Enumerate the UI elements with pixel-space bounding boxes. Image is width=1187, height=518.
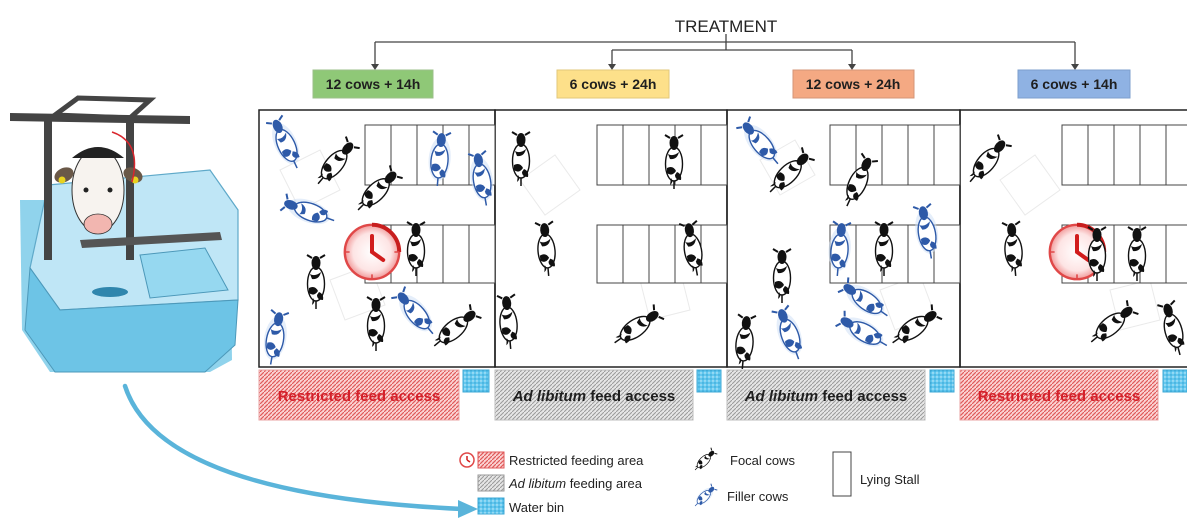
- treatment-label-text-1: 12 cows + 14h: [326, 76, 421, 92]
- filler-cow-icon: [278, 190, 339, 232]
- feed-label-4: Restricted feed access: [978, 388, 1141, 405]
- focal-cow-icon: [732, 313, 757, 371]
- legend: Restricted feeding area Ad libitum feedi…: [459, 447, 920, 515]
- feed-label-2-rest: feed access: [586, 388, 675, 405]
- feed-label-2-em: Ad libitum: [512, 388, 586, 405]
- water-swatch: [477, 497, 505, 515]
- legend-water-text: Water bin: [509, 500, 564, 515]
- focal-cow-icon: [366, 296, 386, 352]
- focal-cow-icon: [511, 131, 531, 187]
- feeder-to-water-arrow: [122, 383, 478, 518]
- water-bin-1: [462, 369, 490, 393]
- feed-label-2: Ad libitum feed access: [512, 388, 676, 405]
- feed-area-1: Restricted feed access: [258, 369, 490, 421]
- feed-label-3: Ad libitum feed access: [744, 388, 908, 405]
- treatment-label-1: 12 cows + 14h: [312, 69, 434, 99]
- legend-adlib-rest: feeding area: [566, 476, 643, 491]
- treatment-label-text-4: 6 cows + 14h: [1031, 76, 1118, 92]
- legend-adlib-text: Ad libitum feeding area: [508, 476, 643, 491]
- tree-arrowheads: [371, 64, 1079, 70]
- focal-cow-icon: [608, 303, 666, 352]
- treatment-title: TREATMENT: [675, 17, 778, 36]
- focal-cow-icon: [962, 133, 1013, 189]
- legend-filler-text: Filler cows: [727, 489, 789, 504]
- restricted-swatch: [477, 451, 505, 469]
- legend-restricted-text: Restricted feeding area: [509, 453, 644, 468]
- treatment-label-2: 6 cows + 24h: [556, 69, 670, 99]
- legend-water: Water bin: [477, 497, 564, 515]
- legend-adlib: Ad libitum feeding area: [477, 474, 643, 492]
- legend-focal-text: Focal cows: [730, 453, 796, 468]
- feed-area-3: Ad libitum feed access: [726, 369, 955, 421]
- feed-area-4: Restricted feed access: [959, 369, 1187, 421]
- clock-icon-pen-1: [342, 222, 402, 282]
- feed-area-2: Ad libitum feed access: [494, 369, 722, 421]
- stall-swatch: [832, 451, 852, 497]
- legend-restricted: Restricted feeding area: [459, 451, 644, 469]
- feed-label-1: Restricted feed access: [278, 388, 441, 405]
- filler-cow-icon: [768, 303, 810, 364]
- focal-cow-icon: [534, 220, 559, 278]
- focal-cow-icon: [1001, 220, 1026, 278]
- focal-cow-icon: [306, 254, 326, 310]
- filler-cow-icon: [833, 307, 894, 357]
- focal-cow-icon: [691, 447, 718, 474]
- treatment-label-4: 6 cows + 14h: [1017, 69, 1131, 99]
- treatment-tree: [374, 34, 1076, 66]
- legend-filler: Filler cows: [690, 482, 789, 511]
- focal-cow-icon: [1084, 299, 1140, 350]
- feed-label-3-rest: feed access: [818, 388, 907, 405]
- water-bin-2: [696, 369, 722, 393]
- filler-cow-icon: [263, 113, 309, 174]
- focal-cow-icon: [886, 303, 944, 352]
- treatment-label-3: 12 cows + 24h: [792, 69, 915, 99]
- treatment-label-text-2: 6 cows + 24h: [570, 76, 657, 92]
- legend-stall-text: Lying Stall: [860, 472, 920, 487]
- filler-cow-icon: [733, 114, 788, 172]
- water-bin-3: [929, 369, 955, 393]
- focal-cow-icon: [1156, 299, 1187, 359]
- focal-cow-icon: [427, 303, 483, 354]
- water-bin-4: [1162, 369, 1187, 393]
- focal-cow-icon: [496, 293, 521, 351]
- filler-cow-icon: [690, 482, 719, 511]
- focal-cow-icon: [772, 248, 792, 304]
- feeder-illustration: [10, 95, 239, 373]
- filler-cow-icon: [258, 308, 292, 368]
- legend-stall: Lying Stall: [832, 451, 920, 497]
- legend-focal: Focal cows: [691, 447, 796, 474]
- adlib-swatch: [477, 474, 505, 492]
- treatment-label-text-3: 12 cows + 24h: [806, 76, 901, 92]
- feed-label-3-em: Ad libitum: [744, 388, 818, 405]
- legend-adlib-em: Ad libitum: [508, 476, 566, 491]
- filler-cow-icon: [388, 284, 443, 342]
